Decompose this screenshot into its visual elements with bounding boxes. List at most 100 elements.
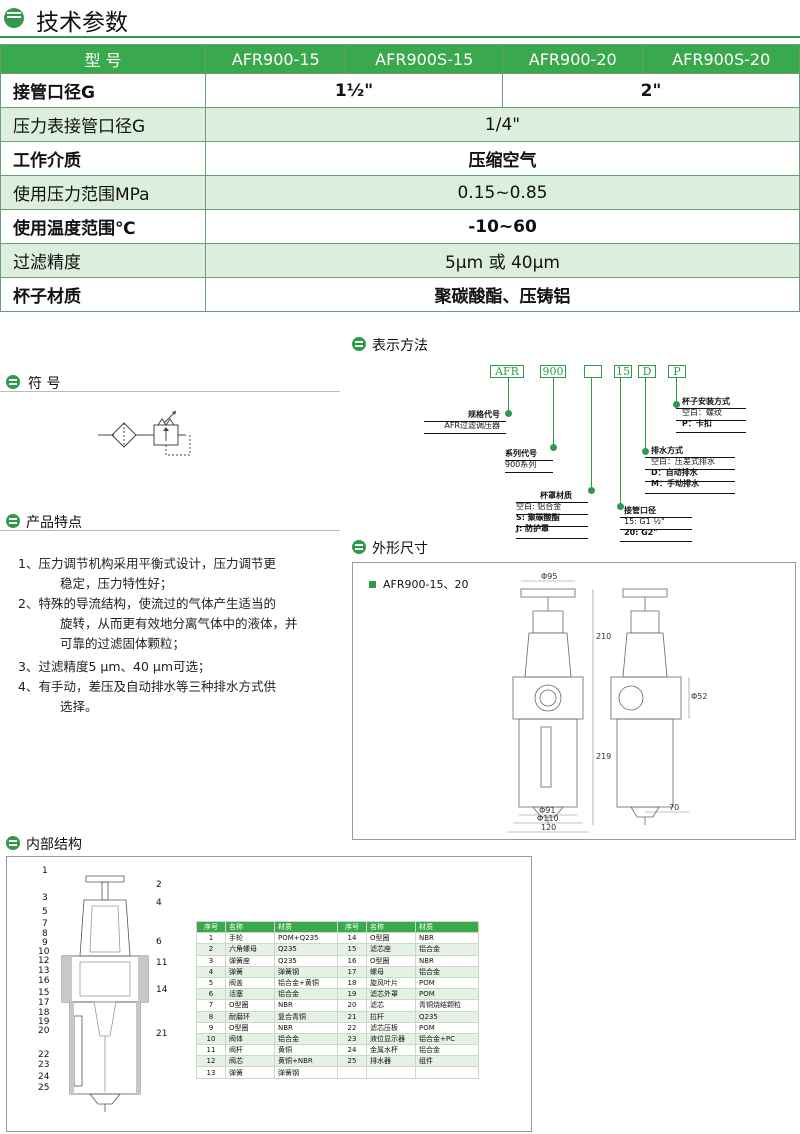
spec-row-label: 使用压力范围MPa — [0, 175, 206, 210]
table-cell: 六角螺母 — [225, 943, 275, 956]
table-cell: 弹簧钢 — [274, 1066, 338, 1079]
pneumatic-symbol — [98, 410, 191, 456]
callout: 10 — [38, 947, 50, 957]
callout: 24 — [38, 1072, 50, 1082]
table-cell: O型圈 — [225, 1021, 275, 1034]
notation-cup-material: 杯罩材质 空白: 铝合金 S: 聚碳酸酯 J: 防护罩 — [516, 491, 572, 533]
callout: 16 — [38, 976, 50, 986]
table-cell: 序号 — [337, 920, 367, 934]
model-label: AFR900-15、20 — [383, 578, 469, 591]
table-cell: 弹簧 — [225, 965, 275, 978]
table-cell: 弹簧钢 — [274, 965, 338, 978]
callout: 12 — [38, 956, 50, 966]
spec-row-label: 过滤精度 — [0, 243, 206, 278]
table-cell: 阀芯 — [225, 1055, 275, 1068]
feature-line: 选择。 — [60, 699, 98, 714]
section-drawing — [61, 875, 149, 1112]
spec-row-value: 压缩空气 — [205, 141, 800, 176]
callout: 15 — [38, 988, 50, 998]
table-cell: 活塞 — [225, 988, 275, 1001]
callout: 2 — [156, 880, 162, 890]
table-cell: 17 — [337, 965, 367, 978]
section-divider — [0, 530, 340, 531]
spec-header-label: 型 号 — [0, 44, 206, 74]
spec-model: AFR900-20 — [501, 44, 644, 74]
table-cell: 5 — [196, 976, 226, 990]
callout: 6 — [156, 937, 162, 947]
table-cell: 金属水杯 — [366, 1044, 416, 1057]
callout: 3 — [42, 893, 48, 903]
notation-port: 接管口径 15: G1 ½" 20: G2" — [624, 506, 665, 537]
code-box: D — [638, 365, 656, 378]
table-cell: 铝合金 — [415, 965, 479, 978]
notation-mount: 杯子安装方式 空白：螺纹 P：卡扣 — [682, 397, 730, 428]
model-bullet — [369, 581, 376, 588]
section-title-specs: 技术参数 — [36, 10, 128, 36]
callout: 13 — [38, 966, 50, 976]
feature-line: 4、有手动，差压及自动排水等三种排水方式供 — [18, 679, 276, 694]
table-cell: 7 — [196, 999, 226, 1012]
section-divider — [0, 391, 340, 392]
table-cell: NBR — [415, 954, 479, 967]
table-cell: 滤芯座 — [366, 943, 416, 956]
table-cell: POM — [415, 1021, 479, 1034]
callout: 11 — [156, 958, 168, 968]
spec-model: AFR900S-20 — [642, 44, 800, 74]
feature-line: 1、压力调节机构采用平衡式设计，压力调节更 — [18, 556, 276, 571]
spec-row-value: 5μm 或 40μm — [205, 243, 800, 278]
table-cell: Q235 — [274, 954, 338, 967]
section-icon — [6, 375, 20, 389]
table-cell: 耐磨环 — [225, 1010, 275, 1023]
table-cell — [415, 1066, 479, 1079]
spec-row-value: 1/4" — [205, 107, 800, 142]
callout: 22 — [38, 1050, 50, 1060]
table-cell: 铝合金 — [274, 988, 338, 1001]
table-cell: 铝合金+PC — [415, 1032, 479, 1046]
table-cell: 材质 — [415, 920, 479, 934]
feature-line: 旋转，从而更有效地分离气体中的液体，并 — [60, 616, 298, 631]
dim-label: 210 — [596, 632, 611, 641]
table-cell: 滤芯压板 — [366, 1021, 416, 1034]
table-cell: NBR — [415, 932, 479, 945]
table-cell: 18 — [337, 976, 367, 990]
dim-label: 219 — [596, 752, 611, 761]
spec-model: AFR900S-15 — [345, 44, 503, 74]
table-cell: 15 — [337, 943, 367, 956]
spec-row-label: 杯子材质 — [0, 277, 206, 312]
table-cell: 阀体 — [225, 1032, 275, 1046]
table-cell: 11 — [196, 1044, 226, 1057]
section-title-internal: 内部结构 — [26, 837, 82, 853]
table-cell: 排水器 — [366, 1055, 416, 1068]
table-cell: 滤芯 — [366, 999, 416, 1012]
table-cell: 拉杆 — [366, 1010, 416, 1023]
dim-label: Φ52 — [691, 692, 707, 701]
section-icon — [4, 8, 24, 28]
table-cell: 材质 — [274, 920, 338, 934]
section-title-features: 产品特点 — [26, 515, 82, 531]
table-cell: NBR — [274, 1021, 338, 1034]
section-title-notation: 表示方法 — [372, 338, 428, 354]
spec-row-label: 压力表接管口径G — [0, 107, 206, 142]
dim-label: Φ91 — [539, 806, 555, 815]
section-title-symbol: 符 号 — [28, 376, 61, 392]
table-cell: 名称 — [366, 920, 416, 934]
code-box: P — [668, 365, 686, 378]
callout: 25 — [38, 1083, 50, 1093]
feature-line: 可靠的过滤固体颗粒； — [60, 636, 186, 651]
code-box: 15 — [614, 365, 632, 378]
table-cell: 25 — [337, 1055, 367, 1068]
spec-table: 型 号 AFR900-15 AFR900S-15 AFR900-20 AFR90… — [0, 44, 800, 312]
notation-drain: 排水方式 空白：压差式排水 D：自动排水 M：手动排水 — [651, 446, 715, 488]
callout: 7 — [42, 919, 48, 929]
table-cell: 复合青铜 — [274, 1010, 338, 1023]
dim-label: Φ95 — [541, 572, 557, 581]
table-cell: 16 — [337, 954, 367, 967]
table-cell: 21 — [337, 1010, 367, 1023]
table-cell: 14 — [337, 932, 367, 945]
